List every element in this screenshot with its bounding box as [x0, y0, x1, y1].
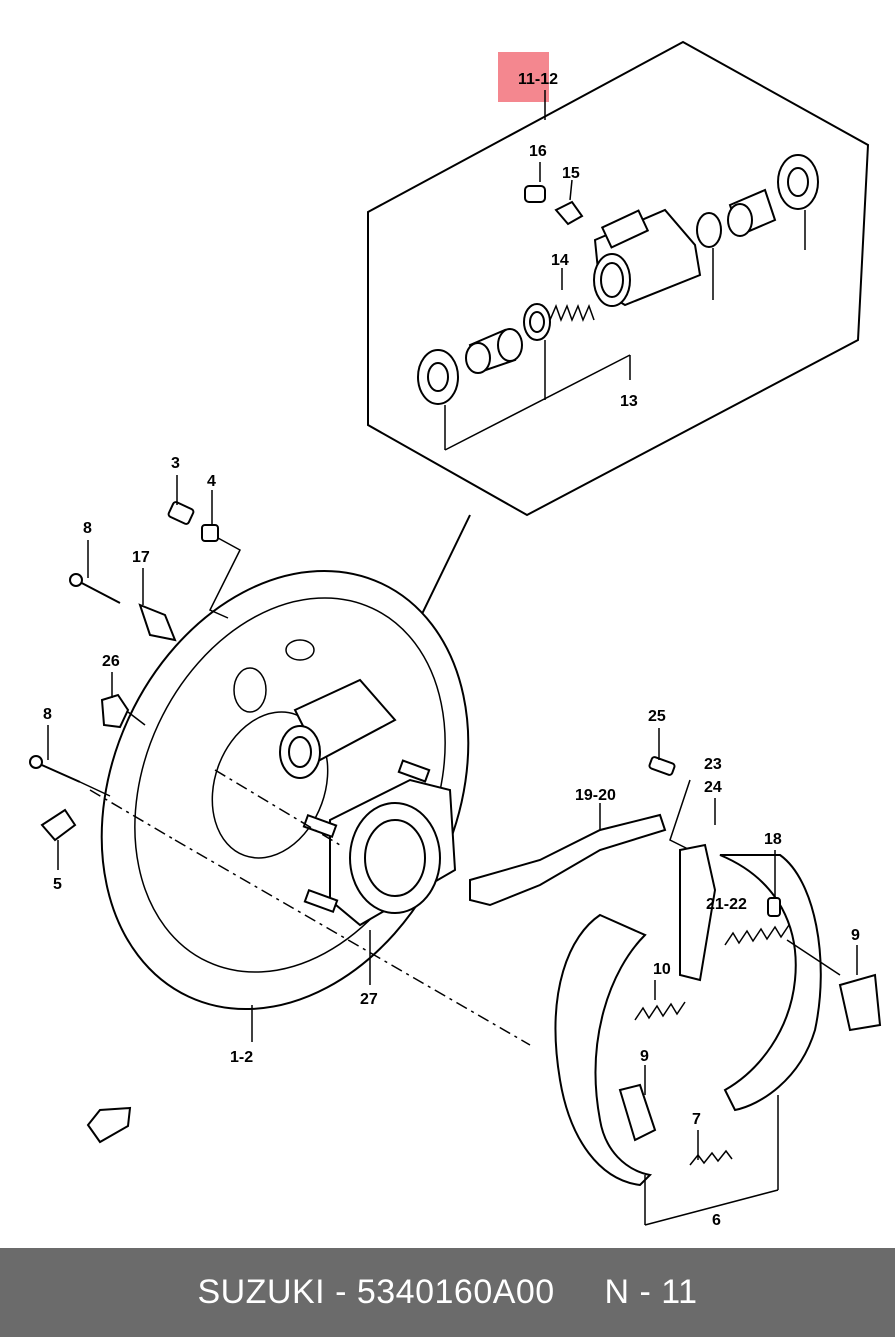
brake-exploded-diagram: 11-12 16 15 14 13 3 4 8 17 26 8 5 25 23 … — [29, 40, 882, 1229]
backing-plate — [100, 569, 470, 1011]
callout-24: 24 — [704, 779, 722, 796]
callout-19-20: 19-20 — [575, 787, 616, 804]
callout-16: 16 — [529, 143, 547, 160]
callout-10: 10 — [653, 961, 671, 978]
callout-5: 5 — [53, 876, 62, 893]
parking-lever — [469, 813, 667, 907]
callout-7: 7 — [692, 1111, 701, 1128]
front-arrow-icon — [86, 1106, 132, 1144]
callout-11-12: 11-12 — [518, 71, 558, 88]
callout-23: 23 — [704, 756, 722, 773]
callout-9-right: 9 — [851, 927, 860, 944]
callout-21-22: 21-22 — [706, 896, 747, 913]
callout-8-lower: 8 — [43, 706, 52, 723]
callout-6: 6 — [712, 1212, 721, 1229]
brake-shoes — [554, 843, 882, 1226]
callout-1-2: 1-2 — [230, 1049, 253, 1066]
callout-27: 27 — [360, 991, 378, 1008]
callout-18: 18 — [764, 831, 782, 848]
footer-separator: - — [325, 1273, 357, 1311]
callout-9-left: 9 — [640, 1048, 649, 1065]
footer-ref: N - 11 — [604, 1273, 698, 1311]
callout-3: 3 — [171, 455, 180, 472]
callout-26: 26 — [102, 653, 120, 670]
footer-part-number: 5340160A00 — [356, 1273, 555, 1311]
callout-8-upper: 8 — [83, 520, 92, 537]
footer-caption: SUZUKI - 5340160A00 N - 11 — [0, 1248, 895, 1337]
callout-13: 13 — [620, 393, 638, 410]
inset-frame — [367, 40, 870, 517]
footer-gap — [555, 1273, 605, 1312]
callout-15: 15 — [562, 165, 580, 182]
footer-brand: SUZUKI — [197, 1273, 326, 1311]
callout-17: 17 — [132, 549, 150, 566]
wheel-cylinder-kit — [417, 154, 819, 451]
callout-highlight — [498, 52, 549, 102]
callout-25: 25 — [648, 708, 666, 725]
hardware-left — [29, 475, 241, 870]
callout-4: 4 — [207, 473, 216, 490]
callout-14: 14 — [551, 252, 569, 269]
